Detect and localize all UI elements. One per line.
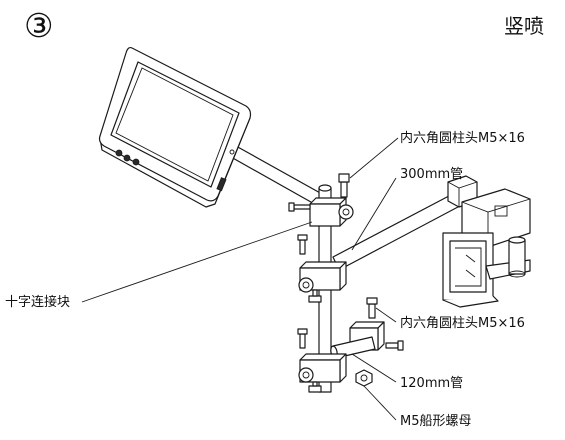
tablet-button-icon [123, 154, 131, 162]
label-boat-nut: M5船形螺母 [400, 414, 472, 429]
tube-120mm-assembly [330, 321, 404, 359]
page-title: 竖喷 [504, 14, 544, 38]
cross-connector-block-middle [298, 261, 347, 303]
tablet-port-icon [216, 177, 227, 192]
knob-icon [298, 367, 314, 383]
label-tube-300: 300mm管 [400, 167, 463, 182]
loose-screw-upper [297, 234, 308, 255]
knob-icon [338, 204, 354, 220]
label-tube-120: 120mm管 [400, 376, 463, 391]
knob-icon [298, 277, 314, 293]
tablet-display [98, 46, 252, 208]
leader-line-boat-nut [363, 385, 397, 421]
label-cross-block: 十字连接块 [5, 294, 70, 310]
leader-line-screw-lower [375, 307, 397, 323]
step-number: ③ [24, 6, 54, 45]
leader-line-screw-top [349, 137, 399, 179]
label-screw-top: 内六角圆柱头M5×16 [400, 130, 525, 146]
cross-connector-block-bottom [298, 353, 347, 393]
leader-line-tube-300 [351, 177, 397, 251]
cross-connector-block-top [288, 197, 354, 227]
loose-screw-lower [297, 328, 308, 349]
tablet-mount-arm [230, 145, 323, 207]
tablet-screen [110, 61, 240, 188]
leader-line-cross-block [81, 221, 313, 303]
screw-m5x16-top [338, 173, 350, 198]
screw-m5x16-lower [366, 297, 378, 319]
tablet-button-icon [115, 149, 123, 157]
print-head-assembly [442, 175, 531, 308]
leader-line-tube-120 [351, 353, 397, 383]
label-screw-lower: 内六角圆柱头M5×16 [400, 315, 525, 331]
boat-nut-m5 [355, 369, 373, 387]
tablet-button-icon [132, 158, 140, 166]
